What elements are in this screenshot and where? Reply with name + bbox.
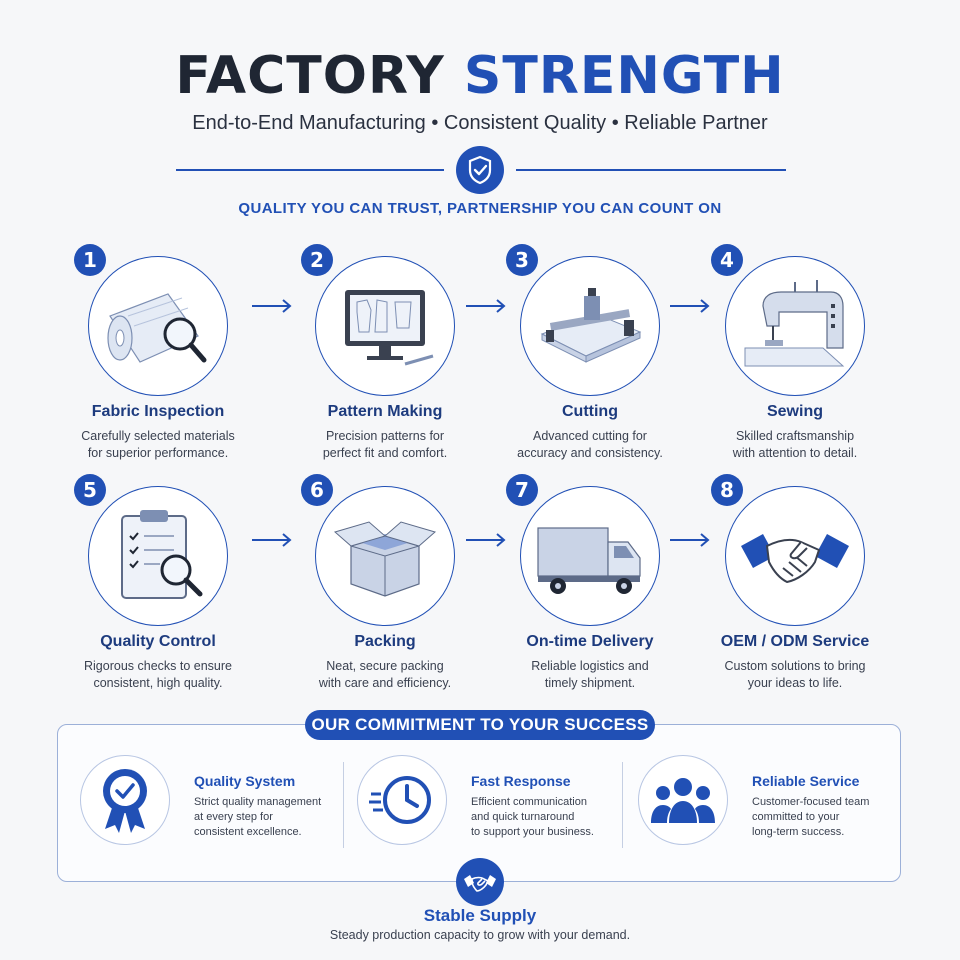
feature-fast-response: Fast Response Efficient communication an… bbox=[357, 750, 627, 860]
cutting-machine-icon bbox=[540, 288, 642, 363]
step-title: Fabric Inspection bbox=[91, 403, 225, 420]
feature-description: Strict quality management at every step … bbox=[194, 796, 322, 838]
arrow-right-icon bbox=[252, 299, 292, 313]
page-subtitle: End-to-End Manufacturing • Consistent Qu… bbox=[192, 112, 768, 134]
step-number: 8 bbox=[711, 474, 743, 506]
step-title: Sewing bbox=[766, 403, 823, 420]
commitment-title: OUR COMMITMENT TO YOUR SUCCESS bbox=[305, 710, 655, 740]
step-title: Quality Control bbox=[100, 633, 216, 650]
step-number: 7 bbox=[506, 474, 538, 506]
feature-title: Fast Response bbox=[471, 773, 571, 789]
feature-reliable-service: Reliable Service Customer-focused team c… bbox=[638, 750, 908, 860]
feature-title: Quality System bbox=[194, 773, 296, 789]
step-title: On-time Delivery bbox=[526, 633, 654, 650]
handshake-badge-icon bbox=[456, 858, 504, 906]
arrow-right-icon bbox=[670, 533, 710, 547]
feature-divider bbox=[622, 762, 623, 848]
feature-description: Efficient communication and quick turnar… bbox=[471, 796, 594, 838]
feature-quality-system: Quality System Strict quality management… bbox=[80, 750, 350, 860]
fabric-roll-magnifier-icon bbox=[107, 293, 207, 363]
step-title: OEM / ODM Service bbox=[720, 633, 870, 650]
feature-title: Reliable Service bbox=[752, 773, 860, 789]
open-box-icon bbox=[333, 521, 437, 597]
step-title: Packing bbox=[354, 633, 416, 650]
step-number: 4 bbox=[711, 244, 743, 276]
arrow-right-icon bbox=[466, 299, 506, 313]
clipboard-checklist-icon bbox=[121, 510, 203, 599]
title-part1: FACTORY bbox=[175, 46, 445, 106]
shield-check-icon bbox=[456, 146, 504, 194]
team-people-icon bbox=[651, 778, 715, 823]
handshake-icon bbox=[741, 534, 849, 584]
supply-description: Steady production capacity to grow with … bbox=[329, 928, 631, 942]
arrow-right-icon bbox=[252, 533, 292, 547]
title-part2: STRENGTH bbox=[463, 46, 785, 106]
step-title: Cutting bbox=[562, 403, 618, 420]
arrow-right-icon bbox=[466, 533, 506, 547]
arrow-right-icon bbox=[670, 299, 710, 313]
divider-left bbox=[176, 169, 444, 171]
step-title: Pattern Making bbox=[327, 403, 443, 420]
delivery-truck-icon bbox=[537, 527, 641, 594]
step-number: 2 bbox=[301, 244, 333, 276]
step-number: 3 bbox=[506, 244, 538, 276]
tagline: QUALITY YOU CAN TRUST, PARTNERSHIP YOU C… bbox=[238, 200, 722, 217]
page-title: FACTORY STRENGTH bbox=[0, 46, 960, 106]
step-number: 1 bbox=[74, 244, 106, 276]
divider-right bbox=[516, 169, 786, 171]
feature-divider bbox=[343, 762, 344, 848]
step-number: 6 bbox=[301, 474, 333, 506]
pattern-monitor-icon bbox=[345, 290, 434, 366]
feature-description: Customer-focused team committed to your … bbox=[752, 796, 870, 838]
clock-speed-icon bbox=[369, 776, 431, 824]
sewing-machine-icon bbox=[744, 280, 845, 367]
award-ribbon-icon bbox=[103, 769, 147, 833]
supply-title: Stable Supply bbox=[423, 906, 537, 925]
step-number: 5 bbox=[74, 474, 106, 506]
